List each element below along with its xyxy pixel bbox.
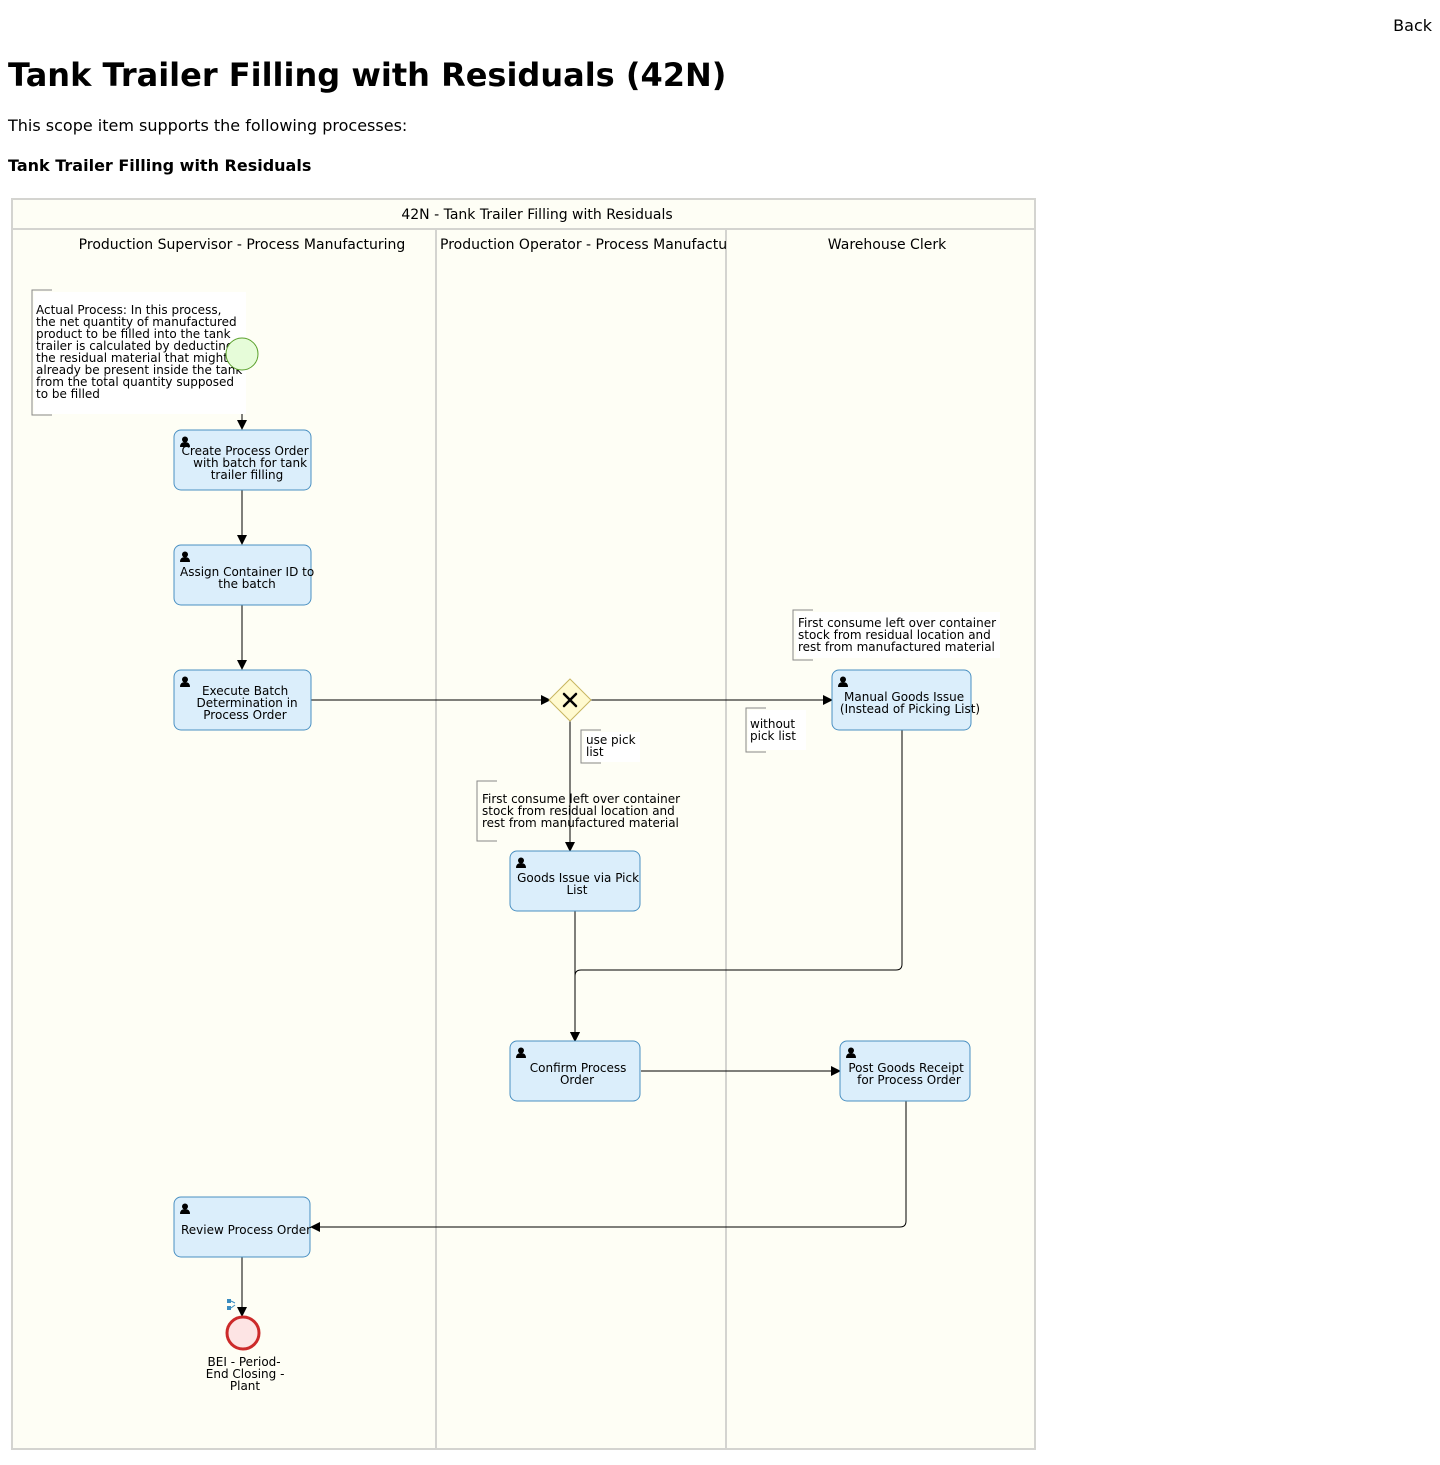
annotation-line: pick list <box>750 729 796 743</box>
task-label-line: Assign Container ID to <box>180 565 314 579</box>
annotation-consume-warehouse: First consume left over container stock … <box>792 609 1000 661</box>
task-execute-batch-determination[interactable]: Execute Batch Determination in Process O… <box>173 669 312 731</box>
task-label-line: Review Process Order <box>181 1223 311 1237</box>
task-label-line: Manual Goods Issue <box>844 690 964 704</box>
back-link[interactable]: Back <box>1393 16 1432 35</box>
annotation-line: from the total quantity supposed <box>36 375 234 389</box>
task-label-line: List <box>567 883 588 897</box>
svg-text:Create Process Order wit: Create Process Order with batch for tank… <box>182 444 313 482</box>
page-title: Tank Trailer Filling with Residuals (42N… <box>8 56 727 94</box>
task-label-line: trailer filling <box>211 468 284 482</box>
svg-text:First consume left over contai: First consume left over container stock … <box>482 792 684 830</box>
svg-text:Review Process Order: Review Process Order <box>181 1223 311 1237</box>
annotation-line: First consume left over container <box>798 616 996 630</box>
annotation-line: without <box>750 717 795 731</box>
svg-text:Goods Issue via Pick Lis: Goods Issue via Pick List <box>517 871 643 897</box>
svg-text:Actual Process: In this proces: Actual Process: In this process, the net… <box>36 303 246 401</box>
task-label-line: Execute Batch <box>202 684 288 698</box>
annotation-line: the net quantity of manufactured <box>36 315 237 329</box>
annotation-line: First consume left over container <box>482 792 680 806</box>
annotation-line: to be filled <box>36 387 100 401</box>
task-label-line: Goods Issue via Pick <box>517 871 639 885</box>
process-heading: Tank Trailer Filling with Residuals <box>8 156 312 175</box>
task-label-line: Determination in <box>197 696 298 710</box>
lane-label-warehouse: Warehouse Clerk <box>828 237 947 253</box>
svg-text:use pick list: use pick list <box>586 733 639 759</box>
annotation-line: stock from residual location and <box>482 804 675 818</box>
task-assign-container-id[interactable]: Assign Container ID to the batch <box>173 544 318 606</box>
annotation-use-pick-list: use pick list <box>580 729 640 764</box>
svg-text:Manual Goods Issue (Inst: Manual Goods Issue (Instead of Picking L… <box>840 690 980 716</box>
annotation-without-pick-list: without pick list <box>745 707 806 753</box>
annotation-line: the residual material that might <box>36 351 228 365</box>
end-event-label-line: BEI - Period- <box>208 1355 281 1369</box>
task-manual-goods-issue[interactable]: Manual Goods Issue (Instead of Picking L… <box>831 669 980 731</box>
annotation-line: already be present inside the tank <box>36 363 242 377</box>
annotation-line: rest from manufactured material <box>482 816 679 830</box>
task-post-goods-receipt[interactable]: Post Goods Receipt for Process Order <box>839 1040 971 1102</box>
annotation-line: list <box>586 745 604 759</box>
svg-text:Post Goods Receipt for P: Post Goods Receipt for Process Order <box>848 1061 967 1087</box>
svg-text:Confirm Process Order: Confirm Process Order <box>530 1061 630 1087</box>
annotation-line: product to be filled into the tank <box>36 327 231 341</box>
lane-label-operator: Production Operator - Process Manufactu <box>440 237 727 253</box>
task-create-process-order[interactable]: Create Process Order with batch for tank… <box>173 429 313 491</box>
task-confirm-process-order[interactable]: Confirm Process Order <box>509 1040 641 1102</box>
gateway-x-icon <box>562 692 578 708</box>
annotation-line: Actual Process: In this process, <box>36 303 221 317</box>
svg-text:Assign Container ID to t: Assign Container ID to the batch <box>180 565 318 591</box>
flow-manual-gi-to-confirm <box>570 730 903 1042</box>
annotation-line: use pick <box>586 733 636 747</box>
end-event-label-line: Plant <box>230 1379 261 1393</box>
task-label-line: Process Order <box>203 708 287 722</box>
end-event-label-line: End Closing - <box>206 1367 285 1381</box>
task-label-line: with batch for tank <box>193 456 307 470</box>
pool-title: 42N - Tank Trailer Filling with Residual… <box>401 207 672 223</box>
annotation-consume-operator: First consume left over container stock … <box>476 780 684 842</box>
task-review-process-order[interactable]: Review Process Order <box>173 1196 311 1258</box>
svg-text:without pick list: without pick list <box>750 717 799 743</box>
task-label-line: Confirm Process <box>530 1061 627 1075</box>
lane-label-supervisor: Production Supervisor - Process Manufact… <box>79 237 406 253</box>
subprocess-link-icon[interactable] <box>227 1299 236 1310</box>
task-label-line: (Instead of Picking List) <box>840 702 980 716</box>
svg-text:First consume left over contai: First consume left over container stock … <box>798 616 1000 654</box>
start-event <box>225 337 259 371</box>
end-event: BEI - Period- End Closing - Plant <box>206 1299 288 1393</box>
task-label-line: for Process Order <box>857 1073 961 1087</box>
flow-post-gr-to-review <box>310 1101 907 1232</box>
exclusive-gateway <box>548 678 592 722</box>
task-label-line: Order <box>560 1073 594 1087</box>
intro-text: This scope item supports the following p… <box>8 116 408 135</box>
annotation-line: rest from manufactured material <box>798 640 995 654</box>
task-label-line: Create Process Order <box>182 444 309 458</box>
svg-text:Execute Batch Determinat: Execute Batch Determination in Process O… <box>197 684 302 722</box>
task-goods-issue-via-pick-list[interactable]: Goods Issue via Pick List <box>509 850 643 912</box>
task-label-line: Post Goods Receipt <box>848 1061 964 1075</box>
annotation-line: stock from residual location and <box>798 628 991 642</box>
task-label-line: the batch <box>218 577 275 591</box>
annotation-line: trailer is calculated by deducting <box>36 339 234 353</box>
svg-text:BEI - Period- End Closin: BEI - Period- End Closing - Plant <box>206 1355 288 1393</box>
annotation-actual-process: Actual Process: In this process, the net… <box>31 289 246 416</box>
